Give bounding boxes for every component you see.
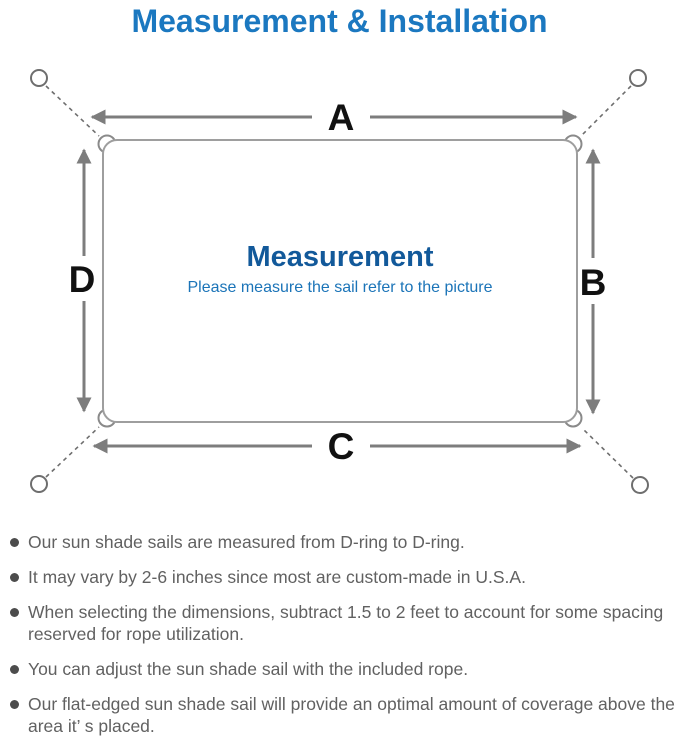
sail-center-title: Measurement — [246, 241, 434, 273]
list-item: It may vary by 2-6 inches since most are… — [10, 566, 675, 588]
anchor-point-top-right — [629, 69, 647, 87]
note-text: It may vary by 2-6 inches since most are… — [28, 567, 526, 587]
bullet-dot-icon — [10, 608, 19, 617]
rope-line-top-right — [580, 85, 632, 137]
list-item: You can adjust the sun shade sail with t… — [10, 658, 675, 680]
dim-label-a: A — [328, 97, 355, 138]
sail-outline — [102, 139, 578, 423]
list-item: Our sun shade sails are measured from D-… — [10, 531, 675, 553]
bullet-dot-icon — [10, 700, 19, 709]
measurement-diagram: A B C D — [30, 69, 649, 494]
bullet-dot-icon — [10, 538, 19, 547]
note-text: You can adjust the sun shade sail with t… — [28, 659, 469, 679]
dim-label-d: D — [69, 259, 96, 300]
note-text: Our flat-edged sun shade sail will provi… — [28, 694, 675, 736]
note-text: Our sun shade sails are measured from D-… — [28, 532, 465, 552]
rope-line-bottom-left — [45, 426, 100, 478]
bullet-dot-icon — [10, 665, 19, 674]
bullet-dot-icon — [10, 573, 19, 582]
list-item: Our flat-edged sun shade sail will provi… — [10, 693, 675, 737]
anchor-point-bottom-left — [30, 475, 48, 493]
sail-center-subtitle: Please measure the sail refer to the pic… — [187, 279, 493, 296]
dim-label-b: B — [580, 262, 607, 303]
sail-center-text: Measurement Please measure the sail refe… — [103, 241, 577, 298]
dim-label-c: C — [328, 426, 355, 467]
page-title: Measurement & Installation — [131, 3, 548, 39]
note-text: When selecting the dimensions, subtract … — [28, 602, 664, 644]
anchor-point-top-left — [30, 69, 48, 87]
list-item: When selecting the dimensions, subtract … — [10, 601, 675, 645]
rope-line-top-left — [45, 85, 100, 137]
notes-list: Our sun shade sails are measured from D-… — [10, 531, 675, 739]
rope-line-bottom-right — [581, 427, 634, 479]
anchor-point-bottom-right — [631, 476, 649, 494]
